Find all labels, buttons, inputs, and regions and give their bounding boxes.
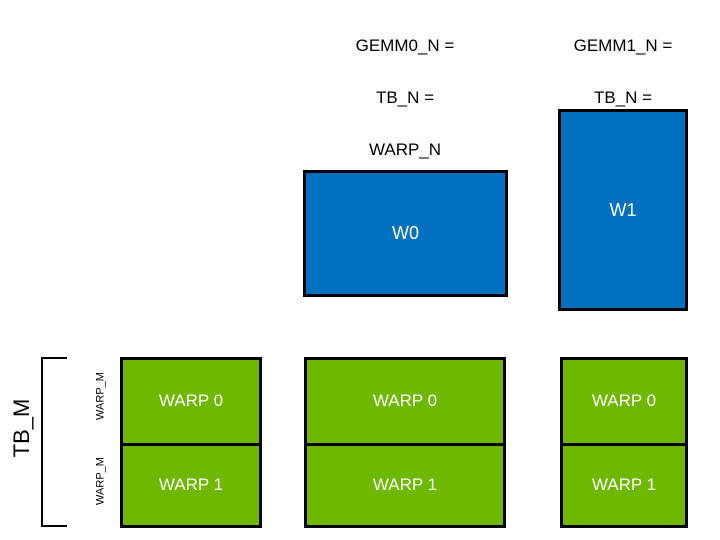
green-column-2: WARP 0 WARP 1 xyxy=(560,357,688,528)
blue-box-w0-label: W0 xyxy=(392,223,419,243)
green-column-1: WARP 0 WARP 1 xyxy=(304,357,506,528)
header-gemm0-line1: GEMM0_N = xyxy=(355,36,455,55)
green-cell-1-warp1-label: WARP 1 xyxy=(372,475,438,495)
header-gemm1-line2: TB_N = xyxy=(593,88,653,107)
header-gemm1-line1: GEMM1_N = xyxy=(573,36,673,55)
column-header-gemm0: GEMM0_N = TB_N = WARP_N xyxy=(305,7,505,189)
green-cell-2-warp0-label: WARP 0 xyxy=(591,391,657,411)
green-cell-2-warp1-label: WARP 1 xyxy=(591,475,657,495)
header-gemm0-line2: TB_N = xyxy=(375,88,435,107)
green-cell-0-warp1: WARP 1 xyxy=(123,442,259,525)
warp-m-label-top: WARP_M xyxy=(94,372,107,420)
green-cell-2-warp0: WARP 0 xyxy=(563,360,685,443)
tb-m-bracket xyxy=(41,357,67,527)
green-cell-1-warp1: WARP 1 xyxy=(307,442,503,525)
green-cell-0-warp0: WARP 0 xyxy=(123,360,259,443)
green-cell-2-warp1: WARP 1 xyxy=(563,442,685,525)
warp-m-label-bottom: WARP_M xyxy=(94,457,107,505)
green-cell-1-warp0: WARP 0 xyxy=(307,360,503,443)
green-cell-0-warp1-label: WARP 1 xyxy=(158,475,224,495)
green-cell-0-warp0-label: WARP 0 xyxy=(158,391,224,411)
green-cell-1-warp0-label: WARP 0 xyxy=(372,391,438,411)
header-gemm0-line3: WARP_N xyxy=(368,140,442,159)
blue-box-w1: W1 xyxy=(558,109,688,311)
blue-box-w1-label: W1 xyxy=(609,199,637,220)
tb-m-label: TB_M xyxy=(9,398,34,458)
blue-box-w0: W0 xyxy=(303,170,508,297)
green-column-0: WARP 0 WARP 1 xyxy=(120,357,262,528)
